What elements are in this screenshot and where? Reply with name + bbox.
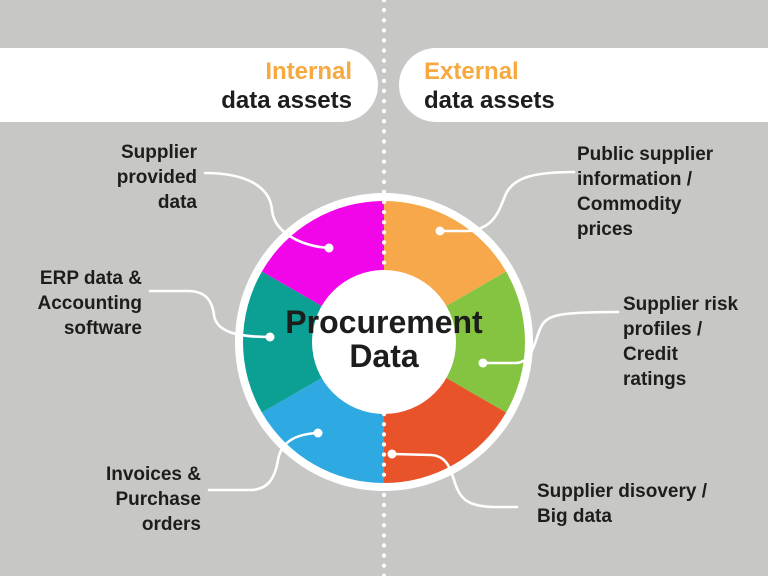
connector-supplier-discovery	[390, 452, 519, 509]
external-header-rest: data assets	[424, 87, 555, 114]
connector-dot-erp	[265, 332, 275, 342]
external-header: External data assets	[424, 57, 555, 115]
connector-supplier-risk	[481, 310, 620, 365]
external-header-pill	[399, 48, 768, 122]
connector-erp	[148, 289, 272, 339]
connector-dot-public-supplier	[435, 226, 445, 236]
internal-header-pill	[0, 48, 378, 122]
label-supplier-discovery-big-data: Supplier disovery / Big data	[537, 481, 707, 527]
connector-dot-invoices	[313, 428, 323, 438]
label-erp-accounting: ERP data & Accounting software	[37, 268, 143, 339]
internal-header-highlight: Internal	[265, 58, 352, 85]
connector-supplier-provided	[203, 171, 331, 250]
internal-header-rest: data assets	[221, 87, 352, 114]
connector-dot-supplier-discovery	[387, 449, 397, 459]
label-supplier-risk-profiles: Supplier risk profiles / Credit ratings	[623, 294, 739, 390]
connector-dot-supplier-provided	[324, 243, 334, 253]
label-supplier-provided-data: Supplier provided data	[116, 142, 197, 213]
internal-header: Internal data assets	[221, 57, 352, 115]
connector-invoices	[207, 431, 320, 492]
chart-center-title: Procurement Data	[285, 304, 483, 374]
connector-dots-group	[265, 226, 488, 459]
label-invoices-purchase-orders: Invoices & Purchase orders	[105, 464, 201, 535]
connectors-group	[148, 170, 620, 509]
label-public-supplier-information: Public supplier information / Commodity …	[577, 144, 714, 240]
connector-dot-supplier-risk	[478, 358, 488, 368]
connector-public-supplier	[438, 170, 576, 233]
external-header-highlight: External	[424, 58, 519, 85]
